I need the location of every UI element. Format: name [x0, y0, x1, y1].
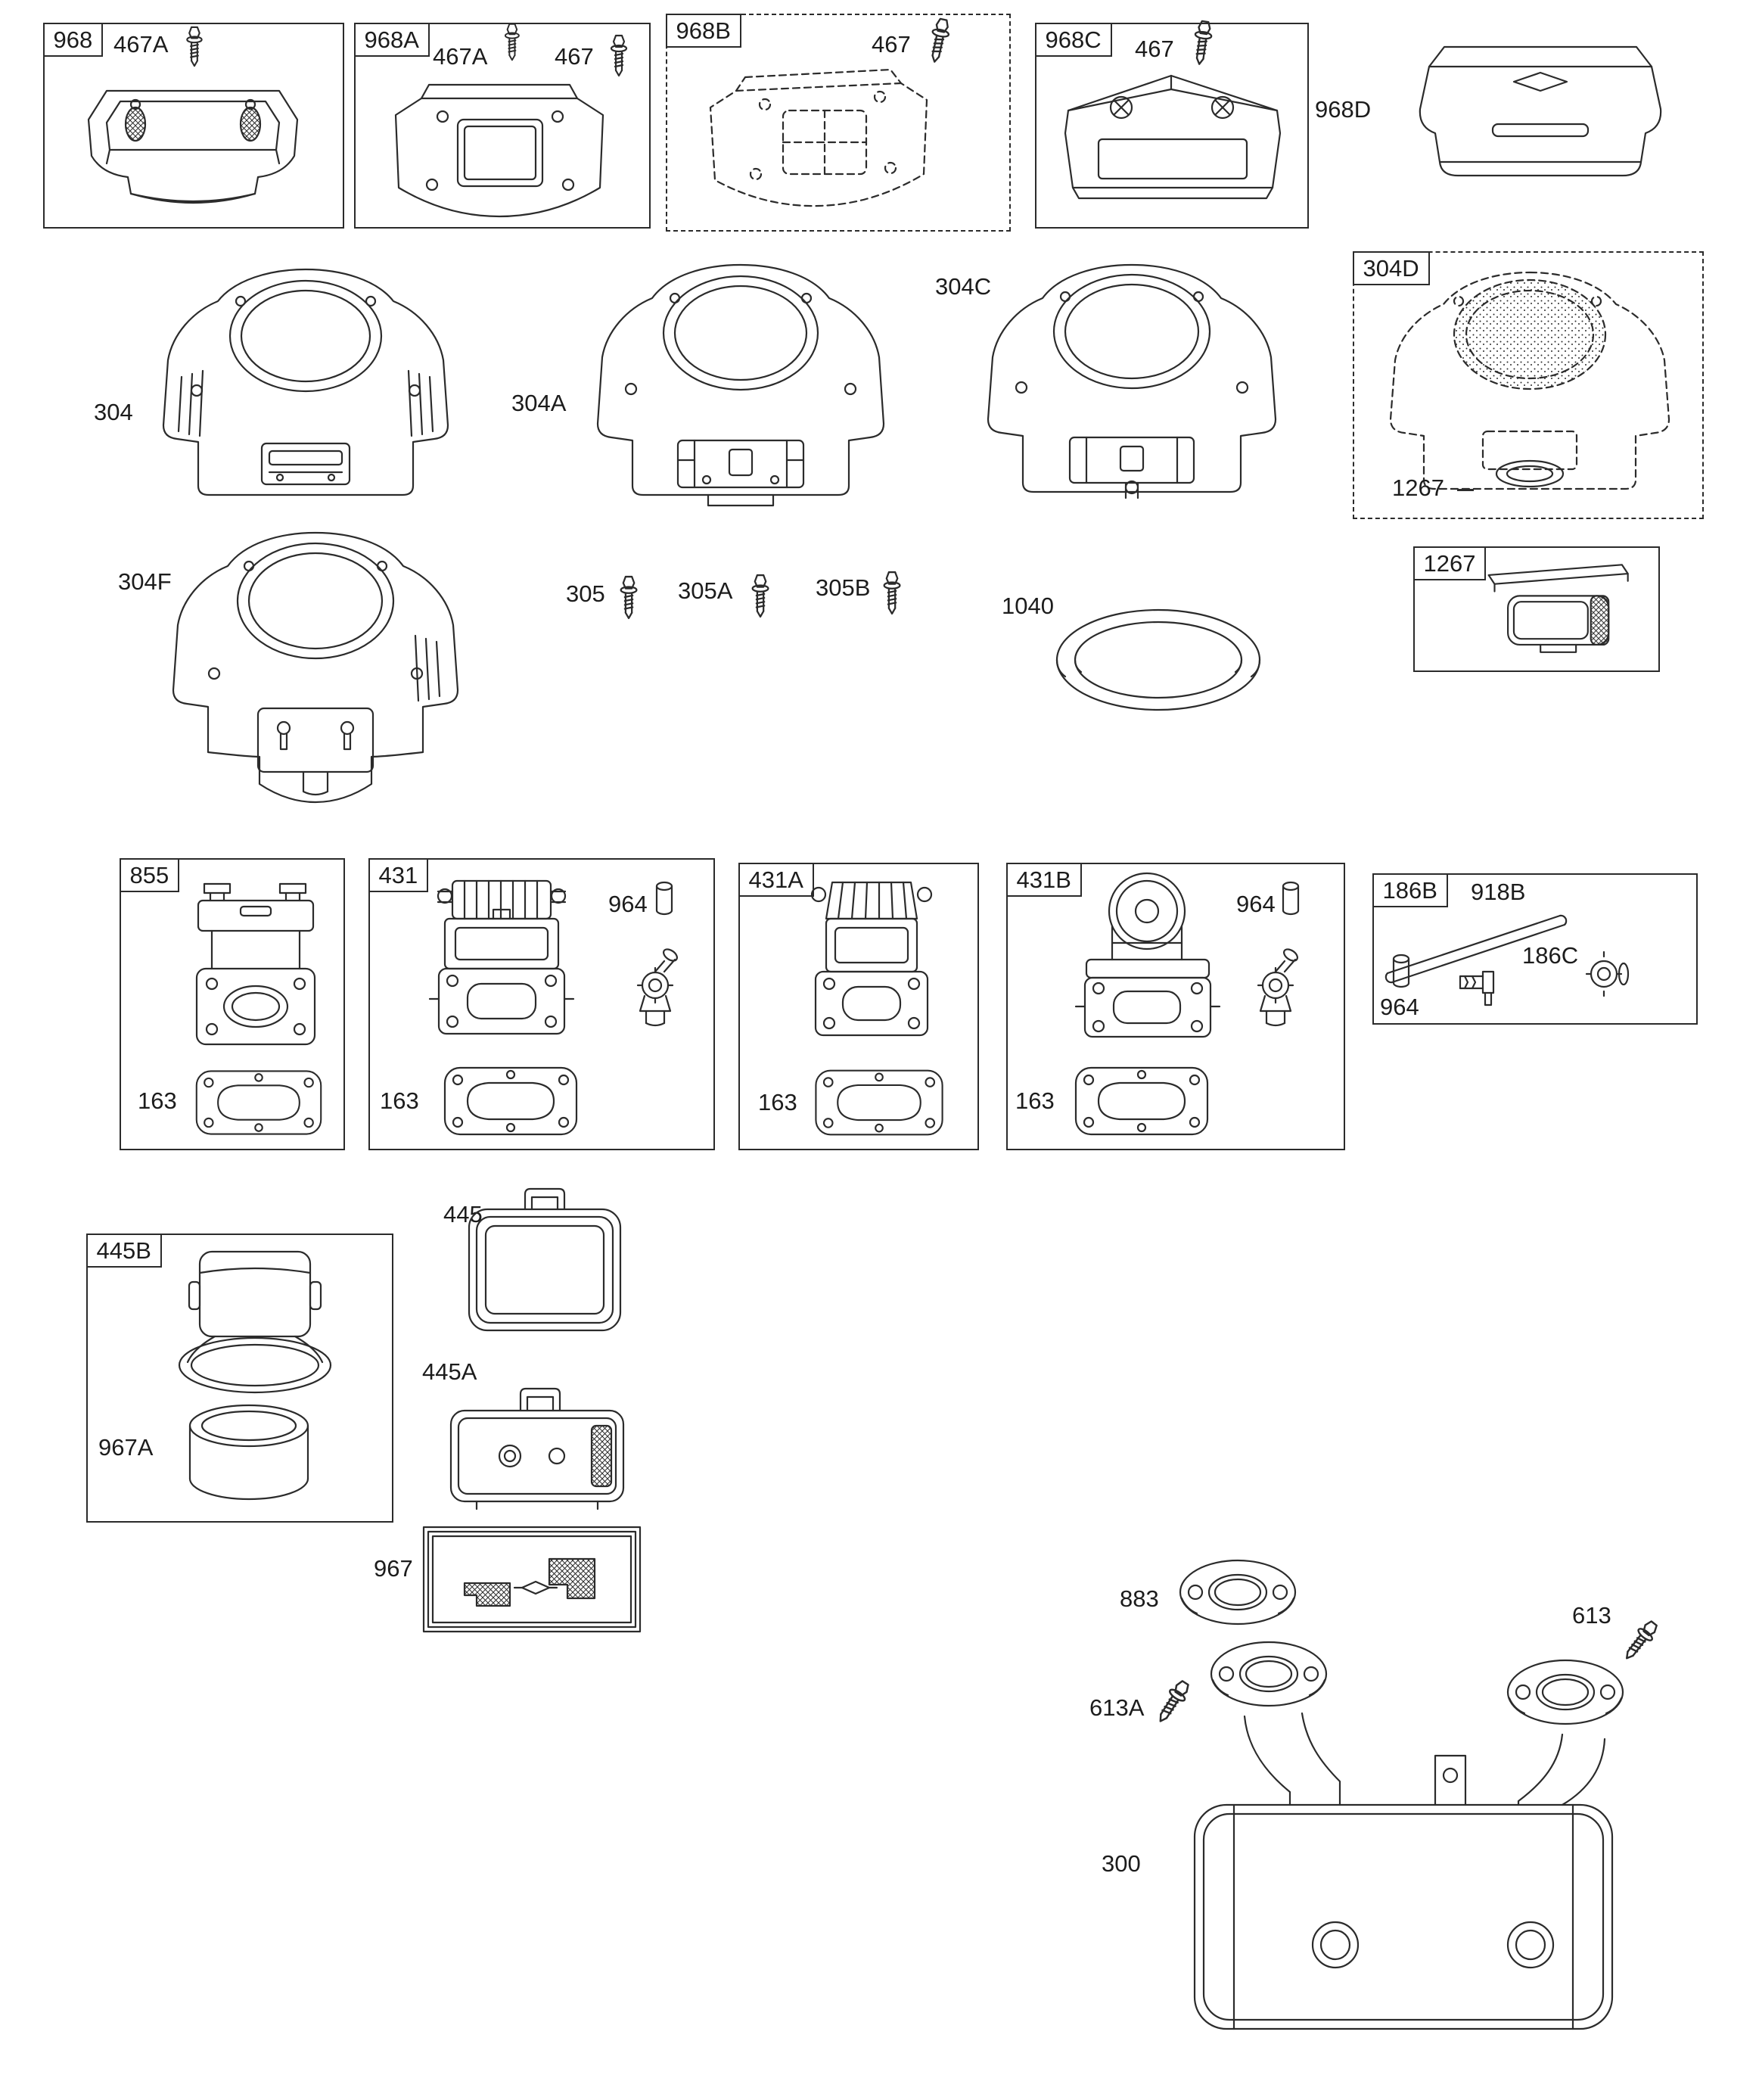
- group-box-968: 968: [42, 22, 344, 229]
- screw-icon-467A-968: [184, 26, 204, 68]
- part-grommet-186C: [1585, 950, 1630, 997]
- callout-163-431: 163: [380, 1087, 419, 1114]
- callout-467-968B: 467: [872, 31, 911, 58]
- part-cylinder-964-431B: [1282, 881, 1300, 916]
- callout-964-186B: 964: [1380, 994, 1419, 1020]
- group-box-968A: 968A: [353, 22, 651, 229]
- part-body-431B: [1074, 872, 1221, 1038]
- group-tag-968B: 968B: [665, 13, 741, 48]
- part-cylinder-964-186B: [1392, 954, 1410, 988]
- part-muffler-300: [1193, 1641, 1624, 2030]
- part-body-431: [428, 879, 575, 1035]
- callout-467-968C: 467: [1135, 36, 1174, 62]
- group-box-304D: 304D: [1352, 250, 1704, 519]
- callout-304F: 304F: [118, 568, 172, 595]
- part-housing-304C: [987, 263, 1277, 499]
- group-box-431B: 431B: [1005, 862, 1345, 1150]
- screw-icon-467A-968A: [502, 23, 521, 62]
- group-tag-445B: 445B: [85, 1233, 162, 1268]
- part-tube-918B: [1385, 914, 1568, 984]
- callout-967: 967: [374, 1555, 413, 1582]
- part-cover-968B: [709, 68, 928, 207]
- part-cover-968A: [394, 83, 604, 218]
- callout-613A: 613A: [1089, 1694, 1145, 1721]
- group-box-968C: 968C: [1034, 22, 1309, 229]
- callout-467A-968: 467A: [113, 31, 169, 58]
- leader-line-1267: [1457, 489, 1474, 491]
- callout-186C: 186C: [1522, 942, 1579, 969]
- callout-967A: 967A: [98, 1434, 154, 1461]
- part-frame-445: [468, 1187, 622, 1332]
- callout-467-968A: 467: [555, 43, 594, 70]
- callout-163-855: 163: [138, 1087, 177, 1114]
- part-housing-304F: [172, 531, 459, 804]
- screw-icon-305A: [749, 574, 770, 619]
- part-screen-967: [422, 1526, 642, 1633]
- group-box-1267: 1267: [1412, 546, 1660, 672]
- callout-1040: 1040: [1002, 593, 1054, 619]
- group-box-445B: 445B: [85, 1233, 393, 1523]
- group-box-968B: 968B: [665, 13, 1011, 232]
- part-canister-445B: [178, 1250, 332, 1394]
- callout-613: 613: [1572, 1602, 1611, 1629]
- part-elbow-fitting-186B: [1459, 970, 1495, 1006]
- group-box-855: 855: [119, 857, 345, 1150]
- part-housing-304A: [596, 263, 885, 507]
- callout-883: 883: [1120, 1585, 1159, 1612]
- screw-icon-305B: [881, 571, 902, 616]
- group-tag-431A: 431A: [738, 862, 814, 898]
- callout-968D: 968D: [1315, 96, 1372, 123]
- callout-163-431A: 163: [758, 1089, 797, 1115]
- bolt-icon-467-968A: [608, 33, 628, 79]
- part-valve-431B: [1245, 943, 1309, 1031]
- part-ring-1040: [1055, 608, 1261, 711]
- group-tag-431B: 431B: [1005, 862, 1082, 898]
- callout-445A: 445A: [422, 1358, 477, 1385]
- group-tag-304D: 304D: [1352, 250, 1430, 286]
- part-base-855: [195, 882, 316, 1046]
- callout-304: 304: [94, 399, 133, 425]
- group-tag-968A: 968A: [353, 22, 430, 58]
- part-housing-304: [162, 268, 449, 496]
- part-cover-968D: [1419, 45, 1662, 177]
- group-tag-431: 431: [368, 857, 429, 893]
- group-tag-855: 855: [119, 857, 180, 893]
- group-tag-968C: 968C: [1034, 22, 1112, 58]
- group-box-431: 431: [368, 857, 715, 1150]
- callout-305B: 305B: [816, 574, 871, 601]
- part-cylinder-964-431: [655, 881, 673, 916]
- part-element-967A: [188, 1404, 309, 1501]
- callout-305A: 305A: [678, 577, 733, 604]
- callout-304C: 304C: [935, 273, 992, 300]
- part-cover-968: [87, 89, 299, 204]
- part-body-431A: [810, 881, 933, 1037]
- callout-964-431: 964: [608, 891, 648, 917]
- group-box-186B: 186B: [1372, 873, 1698, 1025]
- callout-467A-968A: 467A: [433, 43, 488, 70]
- group-tag-968: 968: [42, 22, 104, 58]
- group-tag-186B: 186B: [1372, 873, 1448, 908]
- part-air-cleaner-1267: [1487, 564, 1629, 653]
- group-tag-1267: 1267: [1412, 546, 1487, 581]
- callout-918B: 918B: [1471, 879, 1526, 905]
- part-valve-431: [625, 943, 688, 1031]
- callout-163-431B: 163: [1015, 1087, 1055, 1114]
- part-gasket-163-431A: [813, 1066, 946, 1140]
- part-gasket-163-431B: [1073, 1062, 1210, 1140]
- part-housing-304D: [1389, 271, 1670, 490]
- callout-964-431B: 964: [1236, 891, 1276, 917]
- callout-304A: 304A: [511, 390, 567, 416]
- part-cover-968C: [1064, 74, 1282, 200]
- screw-icon-305: [617, 575, 639, 621]
- callout-305: 305: [566, 580, 605, 607]
- part-cover-445A: [449, 1387, 625, 1510]
- group-box-431A: 431A: [738, 862, 979, 1150]
- callout-300: 300: [1102, 1850, 1141, 1877]
- part-gasket-163-431: [442, 1062, 580, 1140]
- part-gasket-163-855: [194, 1066, 324, 1140]
- callout-1267-304D: 1267: [1392, 474, 1444, 501]
